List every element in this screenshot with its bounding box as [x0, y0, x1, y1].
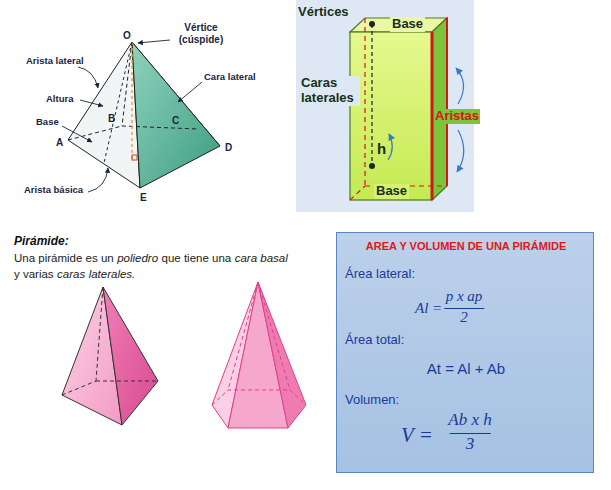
hidden-edge — [212, 390, 306, 405]
formula-numerator: Ab x h — [448, 410, 491, 430]
vertex-dot — [369, 21, 375, 27]
formula-text: Al = — [415, 300, 442, 317]
part-label: Altura — [46, 94, 73, 105]
hidden-edge — [96, 381, 158, 382]
formula-text: At = Al + Ab — [427, 360, 505, 377]
paragraph-text: y varias — [14, 267, 54, 283]
paragraph-text: laterales. — [89, 267, 136, 283]
vertex-dot — [369, 163, 375, 169]
point-label: B — [108, 113, 115, 125]
curved-arrow — [388, 134, 392, 160]
heading-label: Pirámide: — [14, 235, 69, 249]
paragraph-text: cara basal — [235, 251, 288, 267]
part-label: Vértice (cúspide) — [170, 22, 232, 45]
hidden-edge — [62, 381, 96, 395]
paragraph-text: poliedro — [117, 251, 158, 267]
leader-line — [80, 100, 103, 106]
formula-numerator: p x ap — [446, 288, 483, 305]
square-pyramid — [62, 287, 158, 425]
leader-line — [88, 168, 108, 192]
edge — [446, 18, 448, 186]
leader-line — [62, 126, 92, 142]
part-label: Arista básica — [24, 185, 83, 196]
curved-arrow — [457, 130, 464, 172]
section-heading: Volumen: — [345, 393, 399, 408]
leader-line — [78, 67, 98, 88]
point-label: O — [123, 30, 131, 42]
part-label: Aristas — [434, 109, 480, 124]
box-title: AREA Y VOLUMEN DE UNA PIRÁMIDE — [366, 240, 566, 253]
hidden-edge — [68, 126, 122, 140]
point-label: A — [56, 137, 63, 149]
point-label: C — [172, 115, 179, 127]
leader-line — [138, 40, 170, 43]
leader-line — [178, 82, 202, 102]
part-label: Base — [390, 17, 425, 32]
hidden-edge — [228, 282, 258, 390]
part-label: Vértices — [298, 5, 349, 20]
hexagonal-pyramid — [212, 282, 306, 428]
hidden-edge — [96, 287, 103, 381]
right-angle-mark — [132, 155, 137, 160]
hidden-edge — [364, 18, 365, 186]
apothem-line — [104, 42, 132, 163]
prism-front-face — [350, 32, 432, 200]
pentagonal-pyramid — [68, 42, 220, 188]
curved-arrow — [456, 68, 464, 104]
hidden-edge — [122, 42, 132, 126]
point-label: E — [140, 192, 147, 204]
pyramid-face-front-right — [132, 42, 220, 188]
pyramid-face — [103, 287, 158, 425]
paragraph-text: que tiene una — [162, 251, 232, 267]
part-label: Cara lateral — [204, 72, 256, 83]
description-paragraph: Una pirámide es unpoliedroque tiene unac… — [14, 251, 319, 282]
part-label: Base — [36, 117, 59, 128]
height-line — [131, 42, 132, 160]
formula-denominator: 2 — [444, 308, 484, 326]
section-heading: Área total: — [345, 333, 404, 348]
paragraph-text: caras — [57, 267, 85, 283]
paragraph-text: Una pirámide es un — [14, 251, 114, 267]
part-label: Caras laterales — [300, 76, 360, 106]
point-label: D — [225, 142, 232, 154]
part-label: Base — [374, 184, 409, 199]
rectangular-prism — [350, 18, 447, 200]
formula-text: V = — [401, 423, 433, 447]
hidden-edge — [122, 126, 198, 129]
hidden-edge — [350, 186, 365, 200]
height-line — [371, 24, 372, 166]
pyramid-face — [258, 282, 306, 428]
formula-box: AREA Y VOLUMEN DE UNA PIRÁMIDE Área later… — [336, 232, 594, 473]
formula-denominator: 3 — [450, 433, 491, 454]
section-heading: Área lateral: — [345, 267, 415, 282]
prism-panel — [296, 0, 474, 212]
hidden-edge — [258, 282, 290, 390]
part-label: Arista lateral — [26, 56, 84, 67]
dimension-label: h — [377, 140, 386, 157]
